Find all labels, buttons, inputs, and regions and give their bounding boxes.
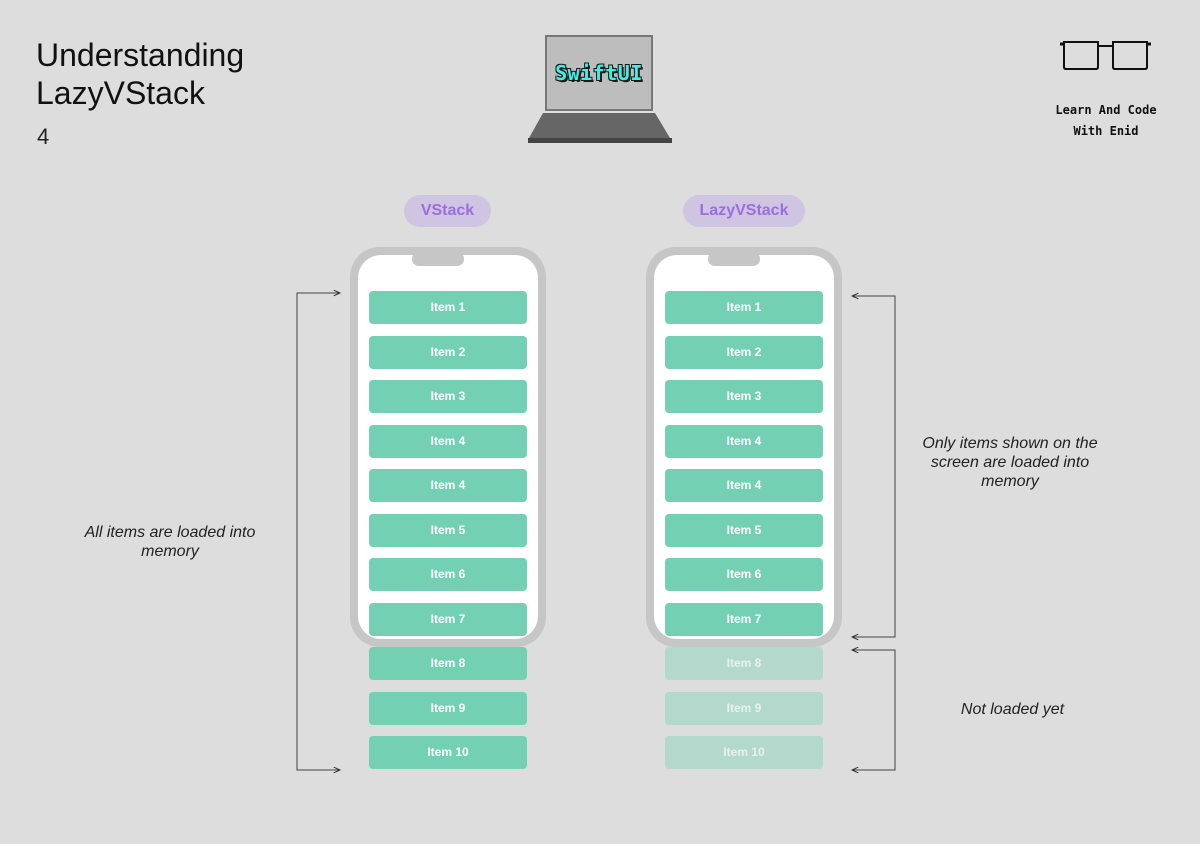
list-item: Item 5 bbox=[369, 513, 527, 547]
laptop-label: SwiftUI bbox=[555, 61, 643, 85]
vstack-item-list: Item 1 Item 2 Item 3 Item 4 Item 4 Item 5 Item… bbox=[369, 0, 527, 844]
note-not-loaded: Not loaded yet bbox=[960, 701, 1065, 718]
list-item: Item 9 bbox=[369, 691, 527, 725]
list-item: Item 1 bbox=[665, 291, 823, 324]
list-item: Item 4 bbox=[665, 469, 823, 502]
page-title: Understanding LazyVStack bbox=[36, 37, 245, 111]
list-item: Item 10 bbox=[665, 736, 823, 769]
glasses-icon bbox=[1060, 41, 1151, 70]
right-bracket-loaded bbox=[852, 296, 896, 637]
list-item: Item 4 bbox=[369, 424, 527, 458]
list-item: Item 7 bbox=[369, 602, 527, 636]
laptop-base-icon bbox=[528, 113, 672, 143]
note-all-loaded: All items are loaded into memory bbox=[84, 524, 256, 560]
laptop-screen: SwiftUI bbox=[545, 35, 653, 111]
list-item: Item 6 bbox=[369, 558, 527, 591]
list-item: Item 9 bbox=[665, 691, 823, 725]
left-bracket bbox=[296, 293, 340, 770]
lazyvstack-label: LazyVStack bbox=[683, 195, 805, 227]
list-item: Item 4 bbox=[369, 469, 527, 502]
list-item: Item 4 bbox=[665, 424, 823, 458]
list-item: Item 2 bbox=[665, 335, 823, 369]
lazyvstack-item-list: Item 1 Item 2 Item 3 Item 4 Item 4 Item 5 Item… bbox=[665, 0, 823, 844]
list-item: Item 5 bbox=[665, 513, 823, 547]
brand-name: Learn And Code With Enid bbox=[1055, 103, 1157, 138]
list-item: Item 7 bbox=[665, 602, 823, 636]
list-item: Item 3 bbox=[369, 380, 527, 413]
phone-notch bbox=[708, 252, 760, 266]
list-item: Item 8 bbox=[369, 647, 527, 680]
note-shown-loaded: Only items shown on the screen are loade… bbox=[922, 435, 1098, 490]
list-item: Item 6 bbox=[665, 558, 823, 591]
phone-notch bbox=[412, 252, 464, 266]
vstack-label: VStack bbox=[404, 195, 491, 227]
right-bracket-unloaded bbox=[852, 650, 896, 770]
page-number: 4 bbox=[37, 124, 50, 149]
list-item: Item 8 bbox=[665, 647, 823, 680]
list-item: Item 3 bbox=[665, 380, 823, 413]
list-item: Item 2 bbox=[369, 335, 527, 369]
list-item: Item 1 bbox=[369, 291, 527, 324]
list-item: Item 10 bbox=[369, 736, 527, 769]
